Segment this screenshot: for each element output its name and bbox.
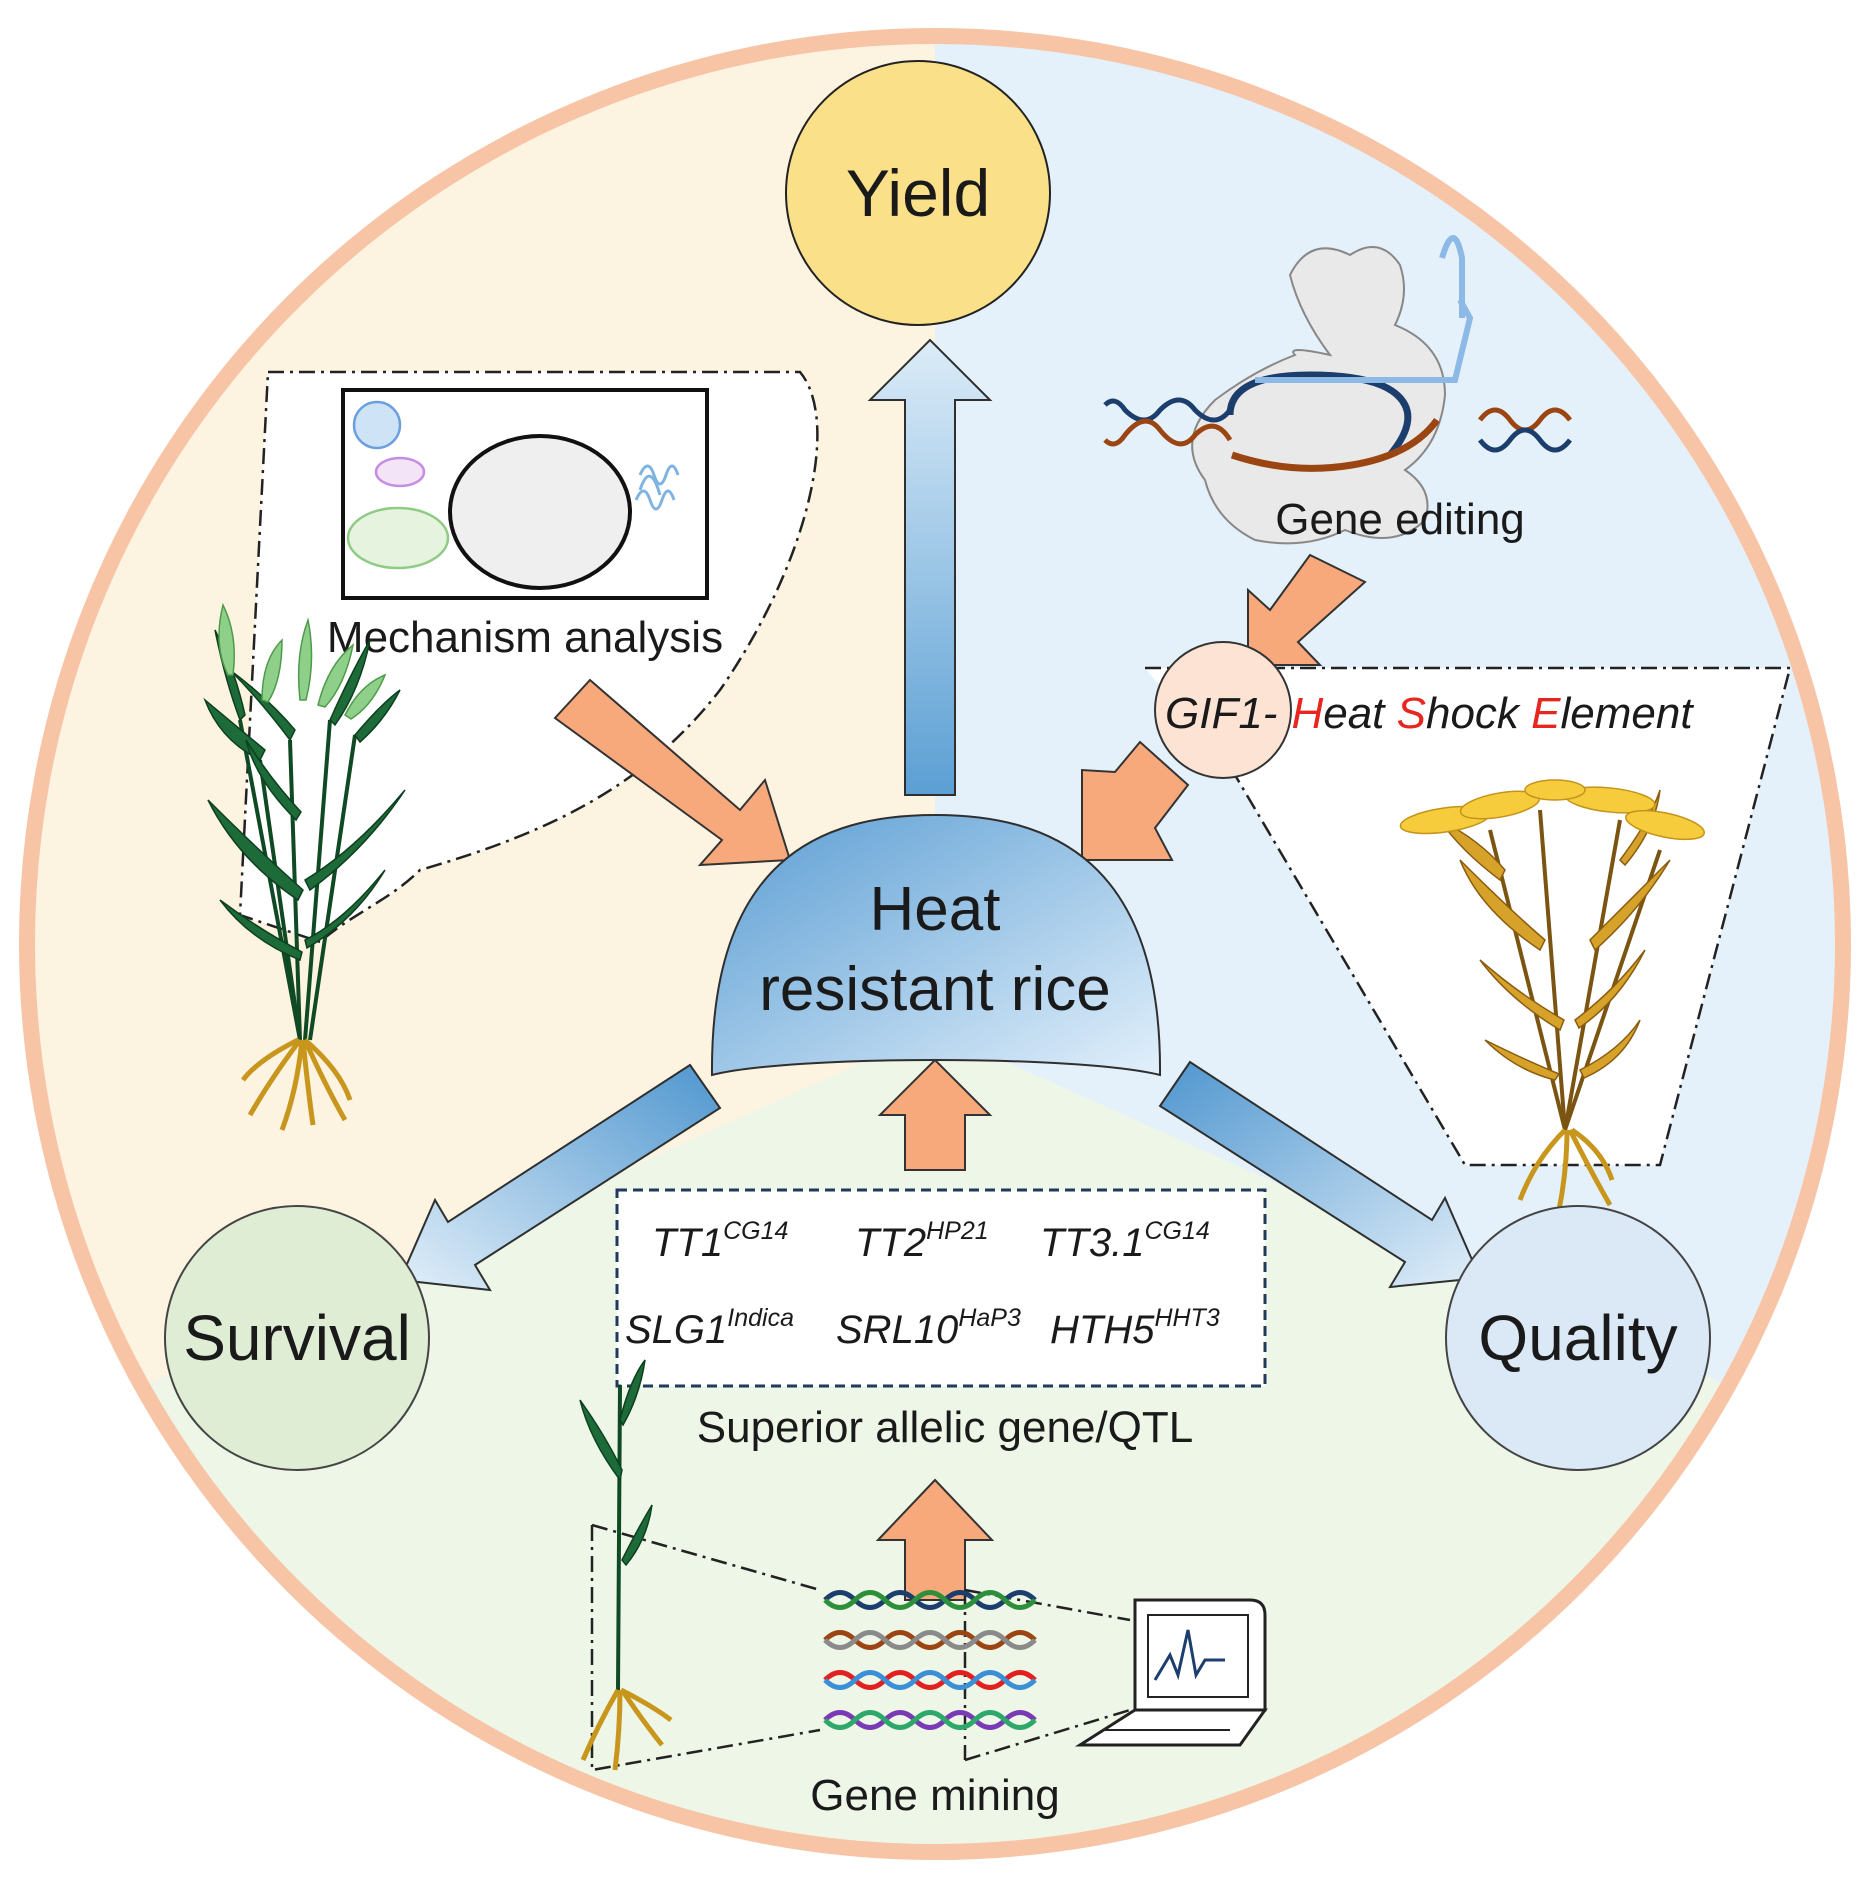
tt1-name: TT1	[652, 1221, 723, 1265]
allele-tt3: TT3.1CG14	[1040, 1217, 1210, 1265]
hse-s: S	[1397, 689, 1426, 738]
hse-h: H	[1291, 689, 1323, 738]
yield-label: Yield	[846, 156, 990, 230]
hse-lement: lement	[1561, 689, 1695, 738]
arrow-editing-to-gif1	[1247, 553, 1367, 666]
srl10-sup: HaP3	[958, 1304, 1021, 1332]
arrow-to-yield	[867, 338, 993, 796]
mechanism-label: Mechanism analysis	[327, 613, 723, 662]
gif1-circle	[1154, 641, 1292, 779]
tt3-name: TT3.1	[1040, 1221, 1144, 1265]
hse-label: GIF1- Heat Shock Element	[1165, 689, 1694, 738]
quality-circle	[1445, 1205, 1711, 1471]
allele-tt1: TT1CG14	[652, 1217, 788, 1265]
vesicle-icon	[352, 400, 402, 450]
gene-mining-label: Gene mining	[810, 1771, 1059, 1820]
center-line2: resistant rice	[759, 955, 1110, 1024]
survival-circle	[164, 1205, 430, 1471]
srl10-name: SRL10	[836, 1308, 958, 1352]
tt2-sup: HP21	[926, 1217, 989, 1245]
green-rice-plant-icon	[203, 602, 406, 1131]
arrow-to-survival	[398, 1063, 722, 1292]
allele-slg1: SLG1Indica	[625, 1304, 794, 1352]
tt2-name: TT2	[855, 1221, 926, 1265]
arrow-gif1-to-center	[1081, 740, 1190, 861]
allele-box	[615, 1188, 1267, 1388]
gene-editing-label: Gene editing	[1275, 495, 1525, 544]
computer-icon	[1074, 1598, 1268, 1747]
nucleus-icon	[448, 434, 632, 590]
tt3-sup: CG14	[1144, 1217, 1209, 1245]
chloroplast-icon	[346, 506, 450, 570]
qtl-label: Superior allelic gene/QTL	[697, 1403, 1193, 1452]
quality-label: Quality	[1478, 1302, 1677, 1374]
slg1-sup: Indica	[727, 1304, 794, 1332]
hse-hock: hock	[1426, 689, 1531, 738]
yield-circle	[785, 60, 1051, 326]
survival-label: Survival	[183, 1302, 411, 1374]
outer-ring	[19, 28, 1851, 1860]
allele-srl10: SRL10HaP3	[836, 1304, 1021, 1352]
hth5-sup: HHT3	[1154, 1304, 1219, 1332]
tt1-sup: CG14	[723, 1217, 788, 1245]
hth5-name: HTH5	[1050, 1308, 1155, 1352]
dna-strands-icon	[823, 1590, 1037, 1730]
golden-rice-plant-icon	[1399, 779, 1705, 1211]
allele-list: TT1CG14 TT2HP21 TT3.1CG14 SLG1Indica SRL…	[625, 1217, 1220, 1352]
arrow-alleles-to-center	[877, 1058, 993, 1171]
organelle-icon	[374, 456, 426, 488]
arrow-mechanism-to-center	[553, 678, 792, 867]
golgi-icon	[634, 464, 680, 511]
hse-e: E	[1531, 689, 1561, 738]
allele-tt2: TT2HP21	[855, 1217, 989, 1265]
allele-hth5: HTH5HHT3	[1050, 1304, 1220, 1352]
hse-eat: eat	[1323, 689, 1396, 738]
gif1-label: GIF1-	[1165, 689, 1277, 738]
seedling-icon	[579, 1359, 673, 1771]
slg1-name: SLG1	[625, 1308, 727, 1352]
arrow-to-quality	[1158, 1060, 1482, 1289]
gene-editing-icon	[1103, 235, 1572, 545]
center-line1: Heat	[870, 875, 1001, 944]
